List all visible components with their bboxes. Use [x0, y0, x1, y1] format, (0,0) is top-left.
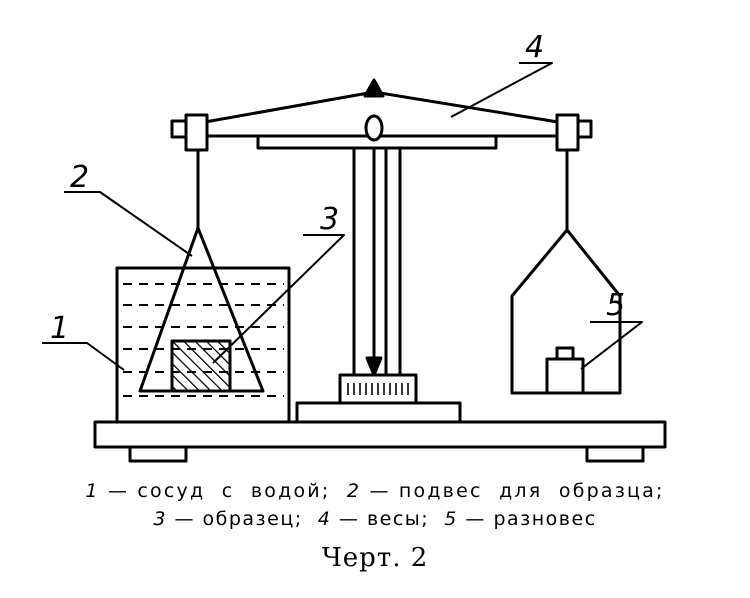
legend-text: — весы; — [331, 508, 445, 530]
caption-line-1: 1 — сосуд с водой; 2 — подвес для образц… — [0, 480, 750, 502]
figure-title: Черт. 2 — [321, 543, 429, 573]
weight-knob — [555, 346, 575, 361]
legend-number: 2 — [346, 480, 362, 502]
legend-text: — сосуд с водой; — [99, 480, 347, 502]
label-3: 3 — [320, 202, 339, 237]
beam-end-right-cap — [576, 119, 593, 139]
base-board — [93, 420, 667, 449]
legend-text: — образец; — [166, 508, 318, 530]
leader-lines — [42, 62, 643, 371]
pivot-loop — [364, 114, 384, 142]
base-foot-left — [128, 445, 188, 463]
beam-end-left — [184, 113, 209, 152]
fulcrum-knife — [363, 78, 385, 98]
label-1: 1 — [50, 311, 69, 346]
legend-number: 3 — [153, 508, 167, 530]
label-4: 4 — [525, 30, 544, 65]
legend-text: — подвес для образца; — [361, 480, 665, 502]
label-5: 5 — [606, 288, 625, 323]
legend-number: 4 — [317, 508, 332, 530]
base-foot-right — [585, 445, 645, 463]
label-2: 2 — [70, 160, 89, 195]
balance-diagram: 1 2 3 4 5 — [42, 30, 667, 463]
pointer-arrowhead — [365, 356, 383, 377]
caption-line-2: 3 — образец; 4 — весы; 5 — разновес — [0, 508, 750, 530]
legend-text: — разновес — [457, 508, 597, 530]
balance-stand-base — [295, 401, 462, 424]
scale-ticks — [347, 383, 409, 395]
beam-end-left-cap — [170, 119, 188, 139]
legend-number: 5 — [444, 508, 458, 530]
weight-body — [545, 357, 585, 395]
beam-end-right — [555, 113, 580, 152]
legend-number: 1 — [85, 480, 100, 502]
sample — [170, 339, 232, 393]
